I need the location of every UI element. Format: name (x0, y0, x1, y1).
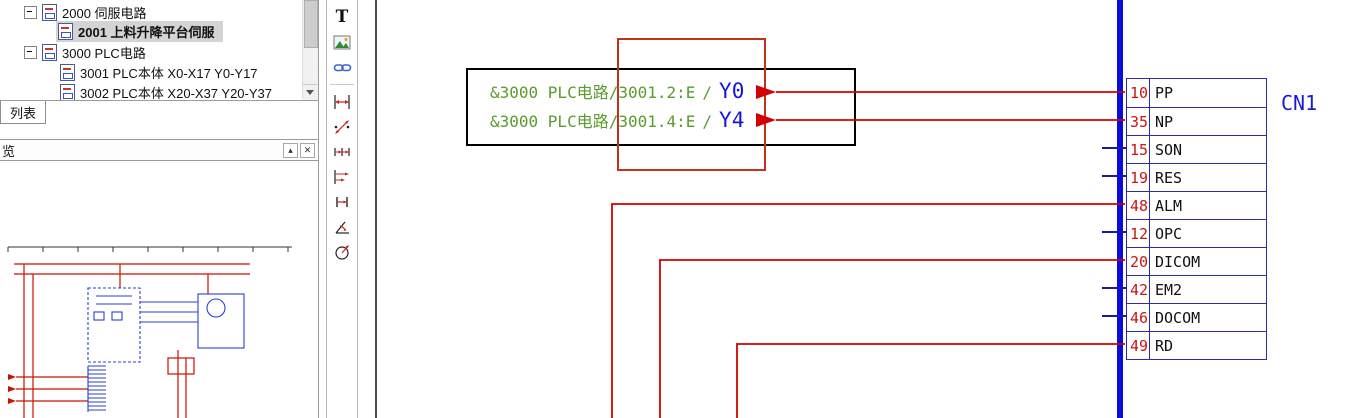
tab-list[interactable]: 列表 (0, 101, 46, 124)
link-chain-icon (333, 63, 351, 71)
tree-item-label: 3000 PLC电路 (62, 45, 146, 61)
connector-name-label[interactable]: CN1 (1281, 91, 1318, 115)
canvas-left-border (375, 0, 377, 418)
pin-number: 49 (1127, 332, 1150, 359)
pin-number: 10 (1127, 79, 1150, 107)
tree-item-2001-selected[interactable]: 2001 上料升降平台伺服 (0, 20, 302, 42)
text-tool[interactable]: T (329, 6, 355, 28)
panel-collapse-button[interactable]: ▴ (283, 142, 298, 158)
preview-thumbnail (7, 246, 292, 418)
tree-item-label: 2000 伺服电路 (62, 5, 147, 21)
signal-label-y4: Y4 (719, 108, 745, 132)
collapse-expander-icon[interactable] (24, 5, 37, 19)
tree-item-2000[interactable]: 2000 伺服电路 (0, 2, 302, 22)
pin-row[interactable]: 42 EM2 (1127, 275, 1266, 303)
close-icon: ✕ (303, 144, 312, 155)
pin-row[interactable]: 10 PP (1127, 79, 1266, 107)
pin-row[interactable]: 48 ALM (1127, 191, 1266, 219)
angular-dimension-tool[interactable] (329, 216, 355, 238)
schematic-page-icon (60, 83, 75, 101)
selection-rectangle (617, 38, 766, 171)
continued-dimension-tool[interactable] (329, 141, 355, 163)
pin-row[interactable]: 49 RD (1127, 331, 1266, 359)
radial-dimension-tool[interactable] (329, 241, 355, 263)
pin-row[interactable]: 12 OPC (1127, 219, 1266, 247)
signal-label-y0: Y0 (719, 79, 745, 103)
tree-item-label: 3002 PLC本体 X20-X37 Y20-Y37 (80, 85, 272, 101)
pin-number: 12 (1127, 220, 1150, 247)
tree-scrollbar[interactable] (302, 0, 318, 100)
ordinate-dimension-icon (336, 197, 348, 207)
aligned-dimension-icon (334, 120, 350, 134)
ordinate-dimension-tool[interactable] (329, 191, 355, 213)
hyperlink-tool[interactable] (329, 56, 355, 78)
pin-label: SON (1155, 140, 1183, 159)
left-panel-border (318, 0, 319, 418)
blue-bus-line (1117, 0, 1123, 418)
pin-row[interactable]: 35 NP (1127, 107, 1266, 135)
pin-label: ALM (1155, 196, 1183, 215)
collapse-expander-icon[interactable] (24, 45, 37, 59)
pin-number: 48 (1127, 192, 1150, 219)
tab-list-label: 列表 (9, 105, 36, 121)
baseline-dimension-tool[interactable] (329, 166, 355, 188)
selected-row-highlight: 2001 上料升降平台伺服 (56, 20, 223, 42)
angular-dimension-icon (335, 221, 349, 234)
radial-dimension-icon (335, 245, 349, 260)
scrollbar-down-button[interactable] (303, 84, 317, 100)
pin-row[interactable]: 19 RES (1127, 163, 1266, 191)
ref-path-text: &3000 PLC电路/3001.2:E (490, 83, 696, 102)
pin-row[interactable]: 46 DOCOM (1127, 303, 1266, 331)
pin-row[interactable]: 15 SON (1127, 135, 1266, 163)
tree-item-label: 2001 上料升降平台伺服 (78, 24, 215, 40)
tree-item-3002[interactable]: 3002 PLC本体 X20-X37 Y20-Y37 (0, 82, 302, 102)
cross-reference-box[interactable] (466, 68, 856, 146)
cross-ref-y0[interactable]: &3000 PLC电路/3001.2:E / Y0 (490, 79, 744, 103)
pin-number: 19 (1127, 164, 1150, 191)
continued-dimension-icon (334, 148, 350, 156)
pin-number: 15 (1127, 136, 1150, 163)
image-icon (333, 35, 351, 49)
preview-panel-header: 览 ▴ ✕ (0, 139, 318, 161)
drawing-toolbar: T (326, 0, 358, 418)
schematic-page-icon (58, 22, 73, 40)
preview-title: 览 (2, 143, 16, 159)
linear-dimension-tool[interactable] (329, 91, 355, 113)
pin-label: OPC (1155, 224, 1183, 243)
arrow-down-icon (306, 90, 314, 95)
collapse-icon: ▴ (288, 144, 293, 155)
tree-item-3000[interactable]: 3000 PLC电路 (0, 42, 302, 62)
pin-number: 35 (1127, 108, 1150, 135)
pin-number: 42 (1127, 276, 1150, 303)
pin-label: DOCOM (1155, 308, 1201, 327)
aligned-dimension-tool[interactable] (329, 116, 355, 138)
pin-label: RES (1155, 168, 1183, 187)
ref-path-text: &3000 PLC电路/3001.4:E (490, 112, 696, 131)
ref-separator: / (702, 83, 713, 102)
pin-label: PP (1155, 84, 1174, 102)
pin-row[interactable]: 20 DICOM (1127, 247, 1266, 275)
panel-divider (0, 100, 318, 101)
panel-close-button[interactable]: ✕ (300, 142, 315, 158)
image-tool[interactable] (329, 31, 355, 53)
baseline-dimension-icon (334, 170, 349, 184)
pin-label: DICOM (1155, 252, 1201, 271)
ref-separator: / (702, 112, 713, 131)
pin-number: 46 (1127, 304, 1150, 331)
connector-pin-table: 10 PP 35 NP 15 SON 19 RES 48 ALM 12 OPC 20 DICO… (1126, 78, 1267, 360)
linear-dimension-icon (334, 95, 350, 109)
pin-label: NP (1155, 112, 1174, 131)
tree-item-3001[interactable]: 3001 PLC本体 X0-X17 Y0-Y17 (0, 62, 302, 82)
pin-number: 20 (1127, 248, 1150, 275)
toolbar-separator (330, 84, 354, 85)
cross-ref-y4[interactable]: &3000 PLC电路/3001.4:E / Y4 (490, 108, 744, 132)
pin-label: EM2 (1155, 280, 1183, 299)
schematic-page-icon (60, 63, 75, 81)
text-tool-icon: T (335, 6, 349, 27)
schematic-page-icon (42, 43, 57, 61)
pin-label: RD (1155, 336, 1174, 355)
tree-item-label: 3001 PLC本体 X0-X17 Y0-Y17 (80, 65, 258, 81)
scrollbar-thumb[interactable] (304, 0, 318, 48)
schematic-page-icon (42, 3, 57, 21)
